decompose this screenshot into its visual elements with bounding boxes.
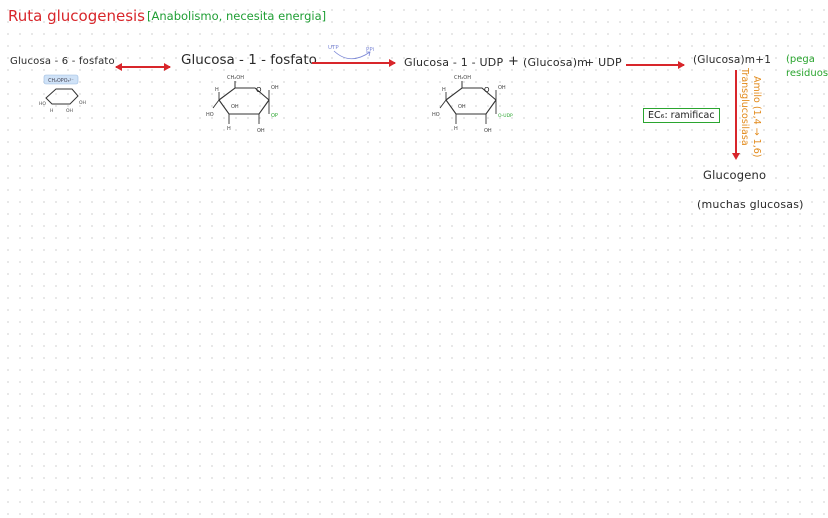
udpg-oh-top-text: OH	[498, 85, 506, 91]
arrow-down-head	[731, 153, 740, 160]
reversible-arrow	[115, 63, 171, 70]
label-glucogeno: Glucogeno	[703, 168, 767, 182]
glucosa-1-fosfato-structure: CH₂OH O OH OP H HO OH H OH	[206, 75, 279, 134]
g1p-oh-bottom-text: OH	[257, 128, 265, 134]
g6p-ho-text: HO	[39, 101, 46, 107]
g1p-oh-top-text: OH	[271, 85, 279, 91]
enzyme-transglucosilasa: Transglucosilasa	[739, 68, 750, 146]
g1p-ch2oh-text: CH₂OH	[227, 75, 244, 81]
glucosa-6-fosfato-structure: CH₂OPO₃²⁻ HO OH OH H	[39, 74, 86, 114]
g6p-ring	[45, 88, 79, 105]
udpg-h-text: H	[442, 87, 446, 93]
udpg-ho-text: HO	[432, 112, 440, 118]
g1p-h2-text: H	[227, 126, 231, 132]
g6p-oh-text: OH	[79, 100, 86, 106]
g6p-oh2-text: OH	[66, 108, 73, 114]
label-glucosa-1-udp: Glucosa - 1 - UDP	[404, 56, 504, 69]
g6p-h-text: H	[50, 108, 53, 114]
label-glucosa-m1: (Glucosa)m+1	[693, 54, 772, 66]
note-pega: (pega	[786, 54, 815, 65]
g1p-oh-mid-text: OH	[231, 104, 239, 110]
g6p-ch2opo-text: CH₂OPO₃²⁻	[48, 78, 74, 84]
phosphate-highlight	[43, 74, 79, 85]
ec-ramificac-box: EC₆: ramificac	[643, 108, 720, 123]
label-glucosa-1-fosfato: Glucosa - 1 - fosfato	[181, 52, 317, 68]
g1p-ho-text: HO	[206, 112, 214, 118]
arrow-to-udpg	[312, 59, 396, 66]
udpg-oudp-text: O-UDP	[498, 113, 513, 119]
g1p-op-text: OP	[271, 113, 278, 119]
udpg-h2-text: H	[454, 126, 458, 132]
utp-ppi-curve: UTP PPi	[328, 45, 375, 60]
g1p-h-text: H	[215, 87, 219, 93]
page-title: Ruta glucogenesis	[8, 7, 145, 25]
udpg-o-text: O	[484, 86, 490, 94]
enzyme-amilo: Amilo (1,4 → 1,6)	[751, 76, 762, 158]
g1p-o-text: O	[256, 86, 262, 94]
label-glucosa-6-fosfato: Glucosa - 6 - fosfato	[10, 56, 115, 67]
ppi-text: PPi	[366, 47, 375, 53]
note-residuos: residuos)	[786, 68, 828, 79]
label-udp: + UDP	[585, 56, 622, 69]
label-glucosa-m: (Glucosa)m	[523, 56, 589, 69]
udpg-oh-bottom-text: OH	[484, 128, 492, 134]
page-subtitle: [Anabolismo, necesita energia]	[147, 9, 327, 23]
udpg-ch2oh-text: CH₂OH	[454, 75, 471, 81]
udpg-oh-mid-text: OH	[458, 104, 466, 110]
utp-text: UTP	[328, 45, 339, 51]
arrow-down-line	[735, 70, 737, 154]
glucosa-1-udp-structure: CH₂OH O OH O-UDP H HO OH H OH	[432, 75, 513, 134]
label-muchas-glucosas: (muchas glucosas)	[697, 198, 804, 211]
plus-sign: +	[508, 54, 520, 69]
arrow-to-glucosa-m1	[626, 61, 685, 68]
